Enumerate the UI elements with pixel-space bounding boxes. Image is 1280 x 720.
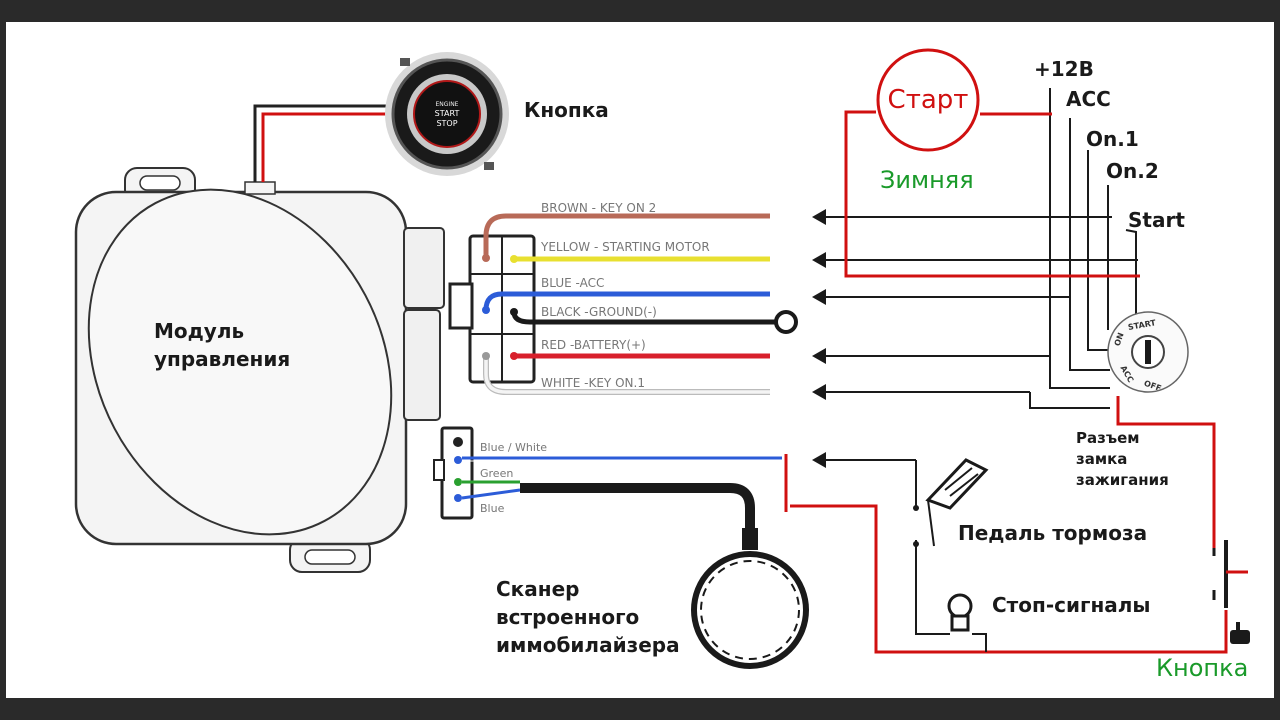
ignition-wires — [1029, 88, 1137, 409]
ignition-connector-line1: Разъем — [1076, 429, 1140, 447]
control-module: Модуль управления — [74, 167, 445, 573]
ignition-connector-line2: замка — [1076, 450, 1127, 468]
arrow-left-icon — [812, 348, 826, 364]
bottom-button-switch[interactable] — [1212, 540, 1248, 608]
winter-label: Зимняя — [880, 166, 974, 194]
wire-label-red: RED -BATTERY(+) — [541, 338, 646, 352]
arrow-left-icon — [812, 209, 826, 225]
module-label-line1: Модуль — [154, 319, 244, 343]
lower-connector — [433, 426, 474, 520]
wire-label-blue-lower: Blue — [480, 502, 505, 515]
red-start-wiring — [784, 110, 1228, 654]
button-face-line1: ENGINE — [436, 101, 459, 108]
start-circle-label: Старт — [888, 85, 969, 115]
wire-yellow: YELLOW - STARTING MOTOR — [510, 240, 770, 263]
wire-label-yellow: YELLOW - STARTING MOTOR — [540, 240, 710, 254]
wire-label-white: WHITE -KEY ON.1 — [541, 376, 645, 390]
scanner-cable-boot — [742, 528, 758, 550]
scanner-label-line1: Сканер — [496, 577, 579, 601]
immobilizer-scanner-ring — [691, 551, 809, 669]
wire-green: Green — [462, 467, 520, 484]
wire-red: RED -BATTERY(+) — [510, 338, 770, 360]
brake-pedal-icon — [925, 458, 989, 510]
brake-pedal-label: Педаль тормоза — [958, 521, 1147, 545]
terminal-on1: On.1 — [1086, 127, 1139, 151]
wire-label-brown: BROWN - KEY ON 2 — [541, 201, 656, 215]
start-circle — [876, 48, 980, 152]
wire-black: BLACK -GROUND(-) — [510, 305, 798, 334]
wire-label-black: BLACK -GROUND(-) — [541, 305, 657, 319]
terminal-12v: +12В — [1034, 57, 1094, 81]
lamp-icon — [947, 593, 973, 632]
terminal-start: Start — [1128, 208, 1185, 232]
button-face-line3: STOP — [436, 119, 457, 128]
ignition-connector-line3: зажигания — [1076, 471, 1169, 489]
button-wire-red — [261, 112, 388, 182]
terminal-on2: On.2 — [1106, 159, 1159, 183]
wire-label-blue-white: Blue / White — [480, 441, 547, 454]
wire-blue-white: Blue / White — [462, 441, 782, 462]
wire-label-blue: BLUE -ACC — [541, 276, 604, 290]
wire-blue: BLUE -ACC — [482, 276, 770, 314]
scanner-cable — [520, 483, 755, 540]
arrow-left-icon — [812, 252, 826, 268]
arrow-left-icon — [812, 289, 826, 305]
engine-start-button[interactable]: ENGINE START STOP — [385, 52, 509, 176]
ignition-key-lock: START ON ACC OFF — [1107, 311, 1189, 393]
scanner-label-line3: иммобилайзера — [496, 633, 680, 657]
signal-arrows — [812, 209, 1138, 468]
wire-label-green: Green — [480, 467, 513, 480]
main-connector — [448, 234, 536, 384]
hand-pointer-icon — [1230, 622, 1250, 644]
scanner-label-line2: встроенного — [496, 605, 639, 629]
key-on: ON — [1113, 331, 1126, 347]
button-face-line2: START — [435, 109, 460, 118]
module-label-line2: управления — [154, 347, 290, 371]
wire-brown: BROWN - KEY ON 2 — [482, 201, 770, 262]
wire-white: WHITE -KEY ON.1 — [482, 352, 770, 395]
button-wire-black — [253, 104, 388, 182]
wire-blue-lower: Blue — [461, 488, 521, 515]
stop-lights-label: Стоп-сигналы — [992, 593, 1151, 617]
arrow-left-icon — [812, 452, 826, 468]
top-button-label: Кнопка — [524, 98, 609, 122]
brake-wiring — [915, 460, 987, 652]
arrow-left-icon — [812, 384, 826, 400]
bottom-button-label: Кнопка — [1156, 654, 1248, 682]
terminal-acc: ACC — [1066, 87, 1111, 111]
